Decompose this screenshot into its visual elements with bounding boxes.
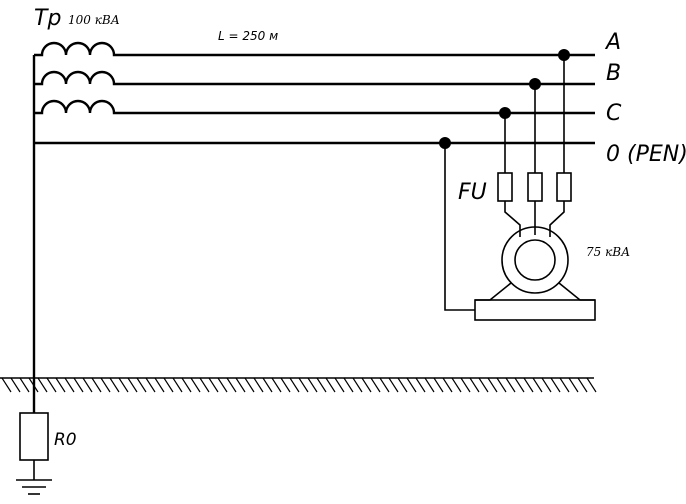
fuse-c xyxy=(497,172,513,202)
earth-ground-icon xyxy=(16,479,52,495)
ground-surface xyxy=(0,377,597,393)
phase-c-label: C xyxy=(606,101,622,126)
fuses xyxy=(497,172,572,202)
motor-outer-ring xyxy=(501,226,569,294)
winding-phase-b xyxy=(34,70,116,86)
pen-to-frame xyxy=(444,143,475,311)
motor-leads xyxy=(504,201,565,237)
fuse-b xyxy=(527,172,543,202)
ground-resistor xyxy=(19,412,49,461)
transformer-windings xyxy=(34,41,116,115)
neutral-label: 0 (PEN) xyxy=(606,142,686,167)
motor-base xyxy=(474,299,596,321)
fuse-a xyxy=(556,172,572,202)
phase-lines xyxy=(34,53,595,145)
phase-a-label: A xyxy=(604,30,621,55)
ground-resistor-label: R0 xyxy=(54,430,77,450)
line-length-label: L = 250 м xyxy=(218,29,278,43)
fuse-drops xyxy=(504,55,565,173)
motor-symbol xyxy=(474,226,596,321)
motor-inner-ring xyxy=(514,239,556,281)
winding-phase-a xyxy=(34,41,116,57)
phase-b-label: B xyxy=(606,61,621,86)
winding-phase-c xyxy=(34,99,116,115)
motor-foot-right xyxy=(558,282,595,301)
fuses-label: FU xyxy=(458,180,487,205)
transformer-power-label: 100 кВА xyxy=(68,13,120,27)
motor-power-label: 75 кВА xyxy=(586,245,630,259)
transformer-label: Тр xyxy=(34,6,61,31)
motor-foot-left xyxy=(475,282,512,301)
